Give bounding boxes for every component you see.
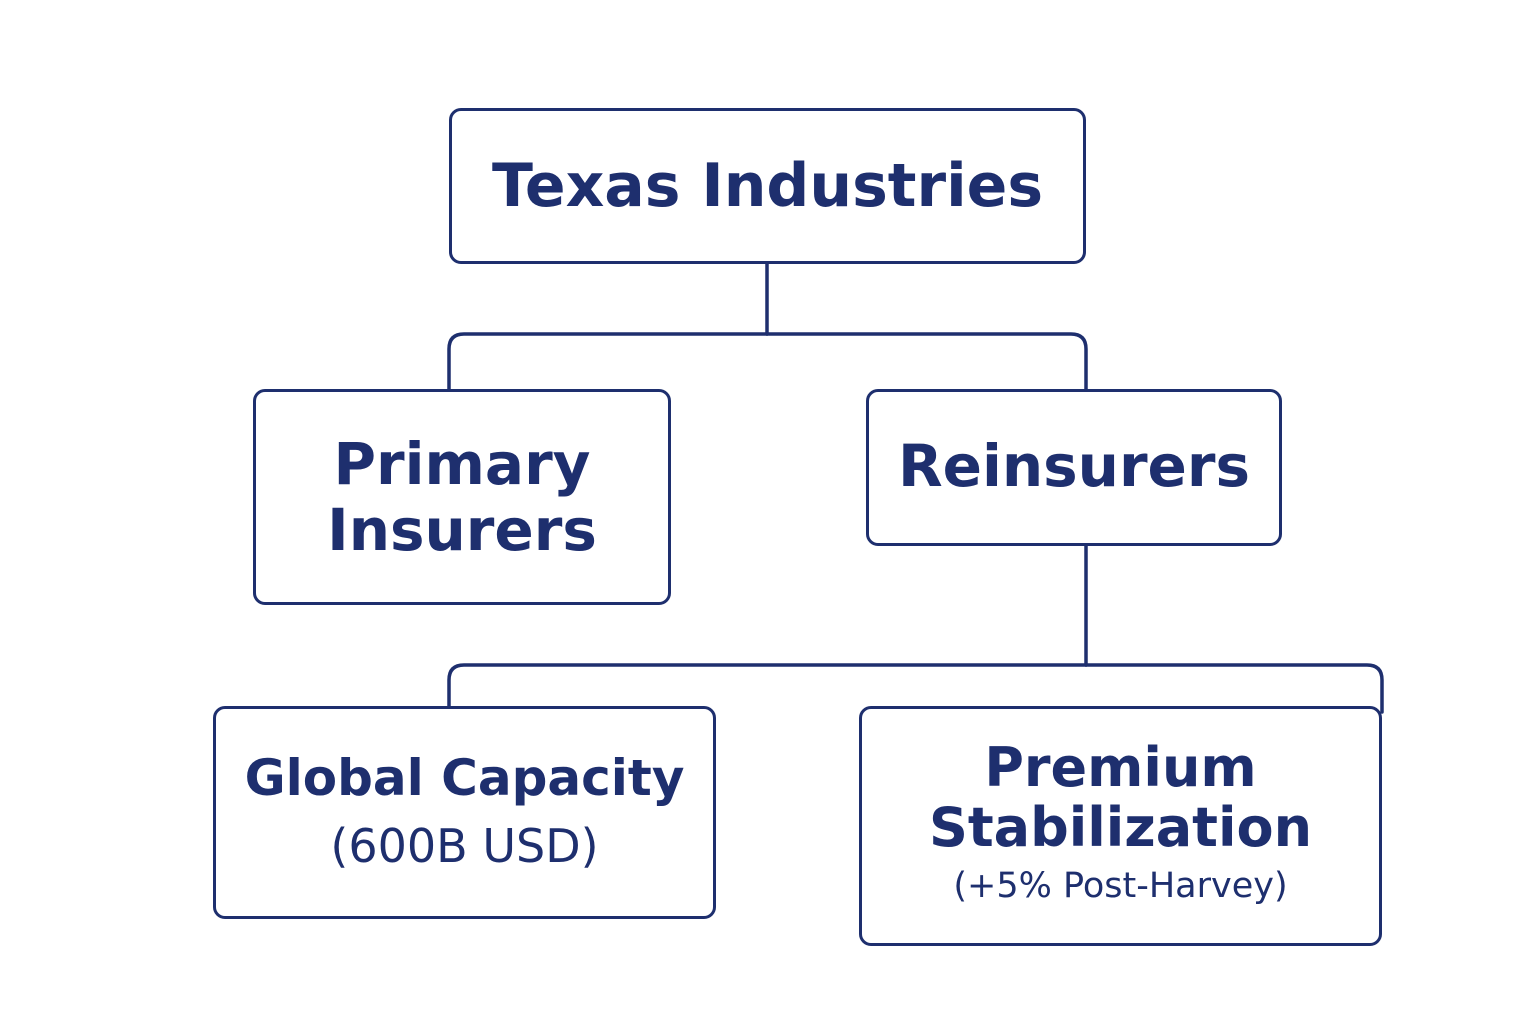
node-label-line2: (600B USD) — [330, 818, 599, 873]
node-label-line3: (+5% Post-Harvey) — [953, 866, 1288, 906]
connector-root-to-reinsurers — [765, 332, 1088, 391]
node-premium-stabilization: Premium Stabilization (+5% Post-Harvey) — [859, 706, 1382, 946]
node-reinsurers: Reinsurers — [866, 389, 1282, 546]
connector-reinsurers-to-global — [447, 663, 1088, 708]
node-label-line1: Global Capacity — [244, 748, 685, 807]
node-global-capacity: Global Capacity (600B USD) — [213, 706, 716, 919]
node-label-line1: Primary — [333, 430, 591, 498]
node-label-line1: Premium — [984, 736, 1257, 799]
node-texas-industries: Texas Industries — [449, 108, 1086, 264]
node-label-line2: Insurers — [327, 496, 597, 564]
node-label: Texas Industries — [491, 151, 1044, 221]
node-label: Reinsurers — [897, 431, 1251, 500]
connector-root-to-primary — [447, 332, 769, 391]
node-primary-insurers: Primary Insurers — [253, 389, 671, 605]
node-label-line2: Stabilization — [928, 796, 1313, 859]
connector-reinsurers-to-premium — [1084, 663, 1384, 714]
